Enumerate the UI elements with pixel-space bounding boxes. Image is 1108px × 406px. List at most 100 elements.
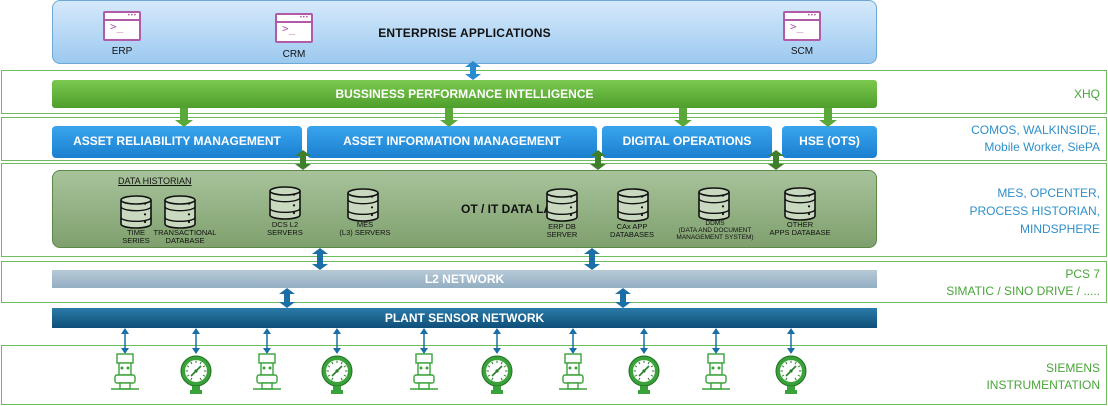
datalake-side-line-3: MINDSPHERE (1019, 222, 1100, 236)
pressure-gauge-icon (180, 355, 212, 394)
data-lake-title: OT / IT DATA LAKE (461, 202, 569, 216)
datalake-l2-arrow (312, 248, 328, 270)
enterprise-applications-panel: ENTERPRISE APPLICATIONS (52, 0, 877, 64)
pressure-gauge-icon (481, 355, 513, 394)
l2-side-line-2: SIMATIC / SINO DRIVE / ..... (946, 284, 1100, 298)
datalake-side-line-1: MES, OPCENTER, (997, 186, 1100, 200)
module-datalake-arrow (295, 150, 311, 170)
db-label-line: DDMS (705, 220, 725, 227)
erp-app-window-icon: •••>_ (103, 11, 141, 41)
db-label-dcs-l2: DCS L2 SERVERS (260, 221, 310, 237)
sensor-connector-arrow (787, 328, 795, 354)
modules-side-line-1: COMOS, WALKINSIDE, (971, 123, 1100, 137)
time-series-database-icon (120, 195, 152, 229)
l2-plant-arrow (279, 288, 295, 308)
module-asset-reliability: ASSET RELIABILITY MANAGEMENT (52, 126, 302, 158)
transactional-database-icon (164, 195, 196, 229)
l2-plant-arrow (615, 288, 631, 308)
modules-side-label: COMOS, WALKINSIDE, Mobile Worker, SiePA (971, 122, 1100, 156)
sensor-connector-arrow (263, 328, 271, 354)
db-label-line: MES (356, 220, 374, 229)
db-label-line: MANAGEMENT SYSTEM) (676, 234, 754, 241)
enterprise-title: ENTERPRISE APPLICATIONS (378, 26, 551, 40)
db-label-line: SERVERS (267, 228, 303, 237)
erp-label: ERP (111, 46, 133, 57)
enterprise-bpi-arrow (465, 61, 481, 80)
db-label-line: TRANSACTIONAL (153, 228, 217, 237)
plant-sensor-network-bar: PLANT SENSOR NETWORK (52, 308, 877, 328)
db-label-line: SERIES (122, 236, 150, 245)
db-label-line: DCS L2 (271, 220, 299, 229)
pressure-transmitter-icon (559, 353, 587, 390)
db-label-line: DATABASES (610, 230, 654, 239)
dcs-l2-database-icon (269, 186, 301, 220)
l2-side-label: PCS 7 SIMATIC / SINO DRIVE / ..... (946, 266, 1100, 300)
sensor-connector-arrow (192, 328, 200, 354)
pressure-transmitter-icon (410, 353, 438, 390)
db-label-line: (DATA AND DOCUMENT (678, 227, 752, 234)
module-datalake-arrow (768, 150, 784, 170)
db-label-line: (L3) SERVERS (339, 228, 391, 237)
db-label-line: ERP DB (548, 222, 576, 231)
sensor-connector-arrow (640, 328, 648, 354)
sensor-connector-arrow (569, 328, 577, 354)
l2-side-line-1: PCS 7 (1065, 267, 1100, 281)
db-label-line: CAx APP (616, 222, 648, 231)
pressure-gauge-icon (628, 355, 660, 394)
sensor-connector-arrow (333, 328, 341, 354)
bpi-module-arrow (175, 108, 193, 127)
plant-sensor-network-title: PLANT SENSOR NETWORK (384, 311, 545, 325)
datalake-side-line-2: PROCESS HISTORIAN, (969, 204, 1100, 218)
db-label-cax-app: CAx APP DATABASES (602, 223, 662, 239)
instrumentation-side-line-2: INSTRUMENTATION (986, 378, 1100, 392)
pressure-gauge-icon (321, 355, 353, 394)
erp-database-icon (546, 188, 578, 222)
pressure-gauge-icon (775, 355, 807, 394)
pressure-transmitter-icon (702, 353, 730, 390)
bpi-title: BUSSINESS PERFORMANCE INTELLIGENCE (335, 87, 594, 101)
instrumentation-side-label: SIEMENS INSTRUMENTATION (986, 360, 1100, 394)
modules-side-line-2: Mobile Worker, SiePA (984, 140, 1100, 154)
db-label-line: TIME (127, 228, 145, 237)
datalake-l2-arrow (584, 248, 600, 270)
db-label-line: OTHER (786, 220, 814, 229)
crm-label: CRM (282, 49, 306, 60)
l2-network-bar: L2 NETWORK (52, 270, 877, 288)
l2-network-title: L2 NETWORK (424, 272, 505, 286)
bpi-module-arrow (440, 108, 458, 127)
sensor-connector-arrow (420, 328, 428, 354)
instrumentation-side-line-1: SIEMENS (1045, 361, 1100, 375)
db-label-other-apps: OTHER APPS DATABASE (765, 221, 835, 237)
bpi-side-label: XHQ (1073, 87, 1100, 101)
crm-app-window-icon: •••>_ (275, 13, 313, 43)
pressure-transmitter-icon (111, 353, 139, 390)
mes-database-icon (347, 188, 379, 222)
scm-app-window-icon: •••>_ (783, 11, 821, 41)
bpi-module-arrow (674, 108, 692, 127)
db-label-time-series: TIME SERIES (111, 229, 161, 245)
datalake-side-label: MES, OPCENTER, PROCESS HISTORIAN, MINDSP… (970, 184, 1100, 238)
module-digital-operations: DIGITAL OPERATIONS (602, 126, 772, 158)
business-performance-intelligence-bar: BUSSINESS PERFORMANCE INTELLIGENCE (52, 80, 877, 108)
module-datalake-arrow (590, 150, 606, 170)
db-label-transactional: TRANSACTIONAL DATABASE (146, 229, 224, 245)
module-asset-information: ASSET INFORMATION MANAGEMENT (307, 126, 597, 158)
cax-database-icon (617, 188, 649, 222)
data-historian-label: DATA HISTORIAN (118, 176, 192, 186)
module-hse-ots: HSE (OTS) (782, 126, 877, 158)
db-label-line: APPS DATABASE (769, 228, 831, 237)
sensor-connector-arrow (493, 328, 501, 354)
other-apps-database-icon (784, 187, 816, 221)
db-label-line: SERVER (546, 230, 578, 239)
scm-label: SCM (790, 46, 814, 57)
db-label-mes: MES (L3) SERVERS (330, 221, 400, 237)
db-label-erp-db: ERP DB SERVER (537, 223, 587, 239)
sensor-connector-arrow (121, 328, 129, 354)
db-label-line: DATABASE (165, 236, 205, 245)
pressure-transmitter-icon (253, 353, 281, 390)
sensor-connector-arrow (712, 328, 720, 354)
bpi-module-arrow (819, 108, 837, 127)
db-label-ddms: DDMS (DATA AND DOCUMENT MANAGEMENT SYSTE… (668, 220, 762, 241)
ddms-database-icon (698, 187, 730, 221)
